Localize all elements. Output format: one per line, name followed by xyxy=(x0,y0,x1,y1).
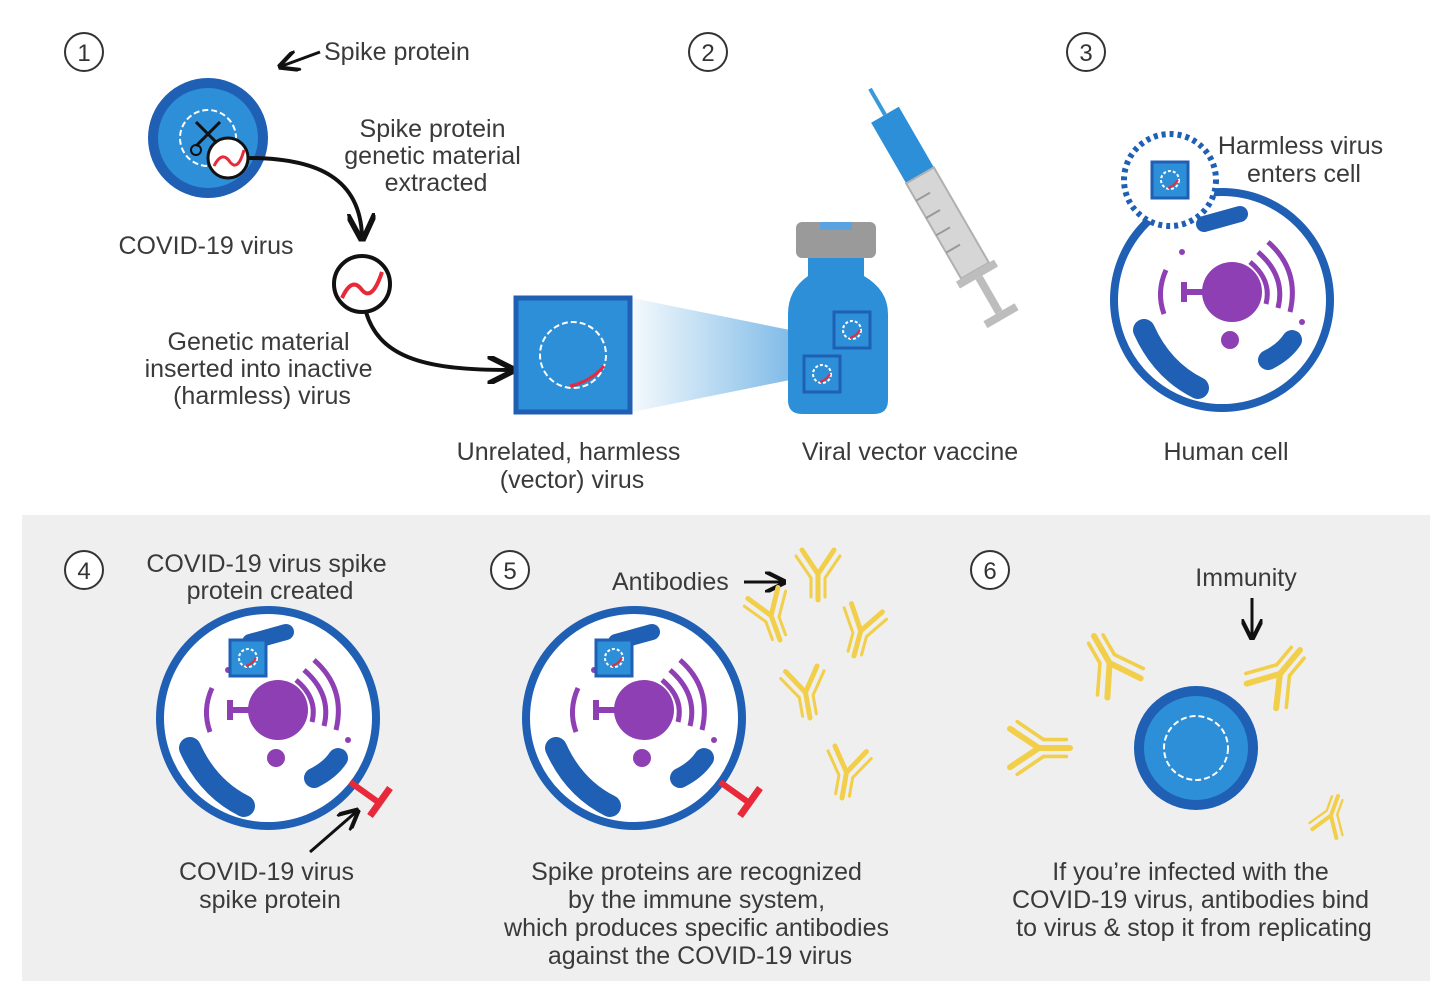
surface-spike-step5 xyxy=(718,779,763,819)
step-2-badge: 2 xyxy=(688,32,728,72)
cell-step5-icon xyxy=(526,610,742,826)
step-6-badge: 6 xyxy=(970,550,1010,590)
human-cell-label: Human cell xyxy=(1163,438,1288,466)
svg-text:6: 6 xyxy=(983,558,996,585)
svg-text:5: 5 xyxy=(503,558,516,585)
immunity-label: Immunity xyxy=(1195,564,1297,592)
step-3-badge: 3 xyxy=(1066,32,1106,72)
vaccine-label: Viral vector vaccine xyxy=(802,438,1018,466)
antibodies-label: Antibodies xyxy=(612,568,729,596)
spike-protein-arrow xyxy=(282,52,321,66)
covid-virus-bound-icon xyxy=(1134,686,1258,810)
step-5-badge: 5 xyxy=(490,550,530,590)
svg-text:4: 4 xyxy=(77,558,90,585)
svg-text:3: 3 xyxy=(1079,40,1092,67)
vector-virus-icon xyxy=(513,295,633,415)
spike-protein-label: Spike protein xyxy=(324,38,470,66)
endocytosis-bubble xyxy=(1121,131,1219,229)
step-4-badge: 4 xyxy=(64,550,104,590)
step-1-badge: 1 xyxy=(64,32,104,72)
extracted-label: Spike protein genetic material extracted xyxy=(344,115,527,197)
covid-virus-icon xyxy=(148,78,268,198)
spike-pointer-arrow xyxy=(309,812,356,854)
cell-step4-icon xyxy=(160,610,376,826)
vector-beam xyxy=(632,298,790,412)
covid-virus-label: COVID-19 virus xyxy=(118,232,293,260)
enters-cell-label: Harmless virus enters cell xyxy=(1218,132,1390,188)
spike-protein-cell-label: COVID-19 virus spike protein xyxy=(179,858,361,914)
syringe-icon xyxy=(868,87,1019,329)
infected-label: If you’re infected with the COVID-19 vir… xyxy=(1012,858,1376,942)
svg-text:1: 1 xyxy=(77,40,90,67)
extract-arrow xyxy=(247,156,362,236)
recognized-label: Spike proteins are recognized by the imm… xyxy=(503,858,896,970)
spike-created-label: COVID-19 virus spike protein created xyxy=(146,550,393,605)
svg-text:2: 2 xyxy=(701,40,714,67)
vector-virus-label: Unrelated, harmless (vector) virus xyxy=(457,438,688,494)
insert-arrow xyxy=(364,311,510,370)
human-cell-icon xyxy=(1114,192,1330,408)
vaccine-vial-icon xyxy=(788,222,888,414)
inserted-label: Genetic material inserted into inactive … xyxy=(145,328,380,410)
surface-spike-step4 xyxy=(348,779,393,819)
extracted-gene-icon xyxy=(206,136,250,180)
gene-magnifier-icon xyxy=(332,254,392,314)
